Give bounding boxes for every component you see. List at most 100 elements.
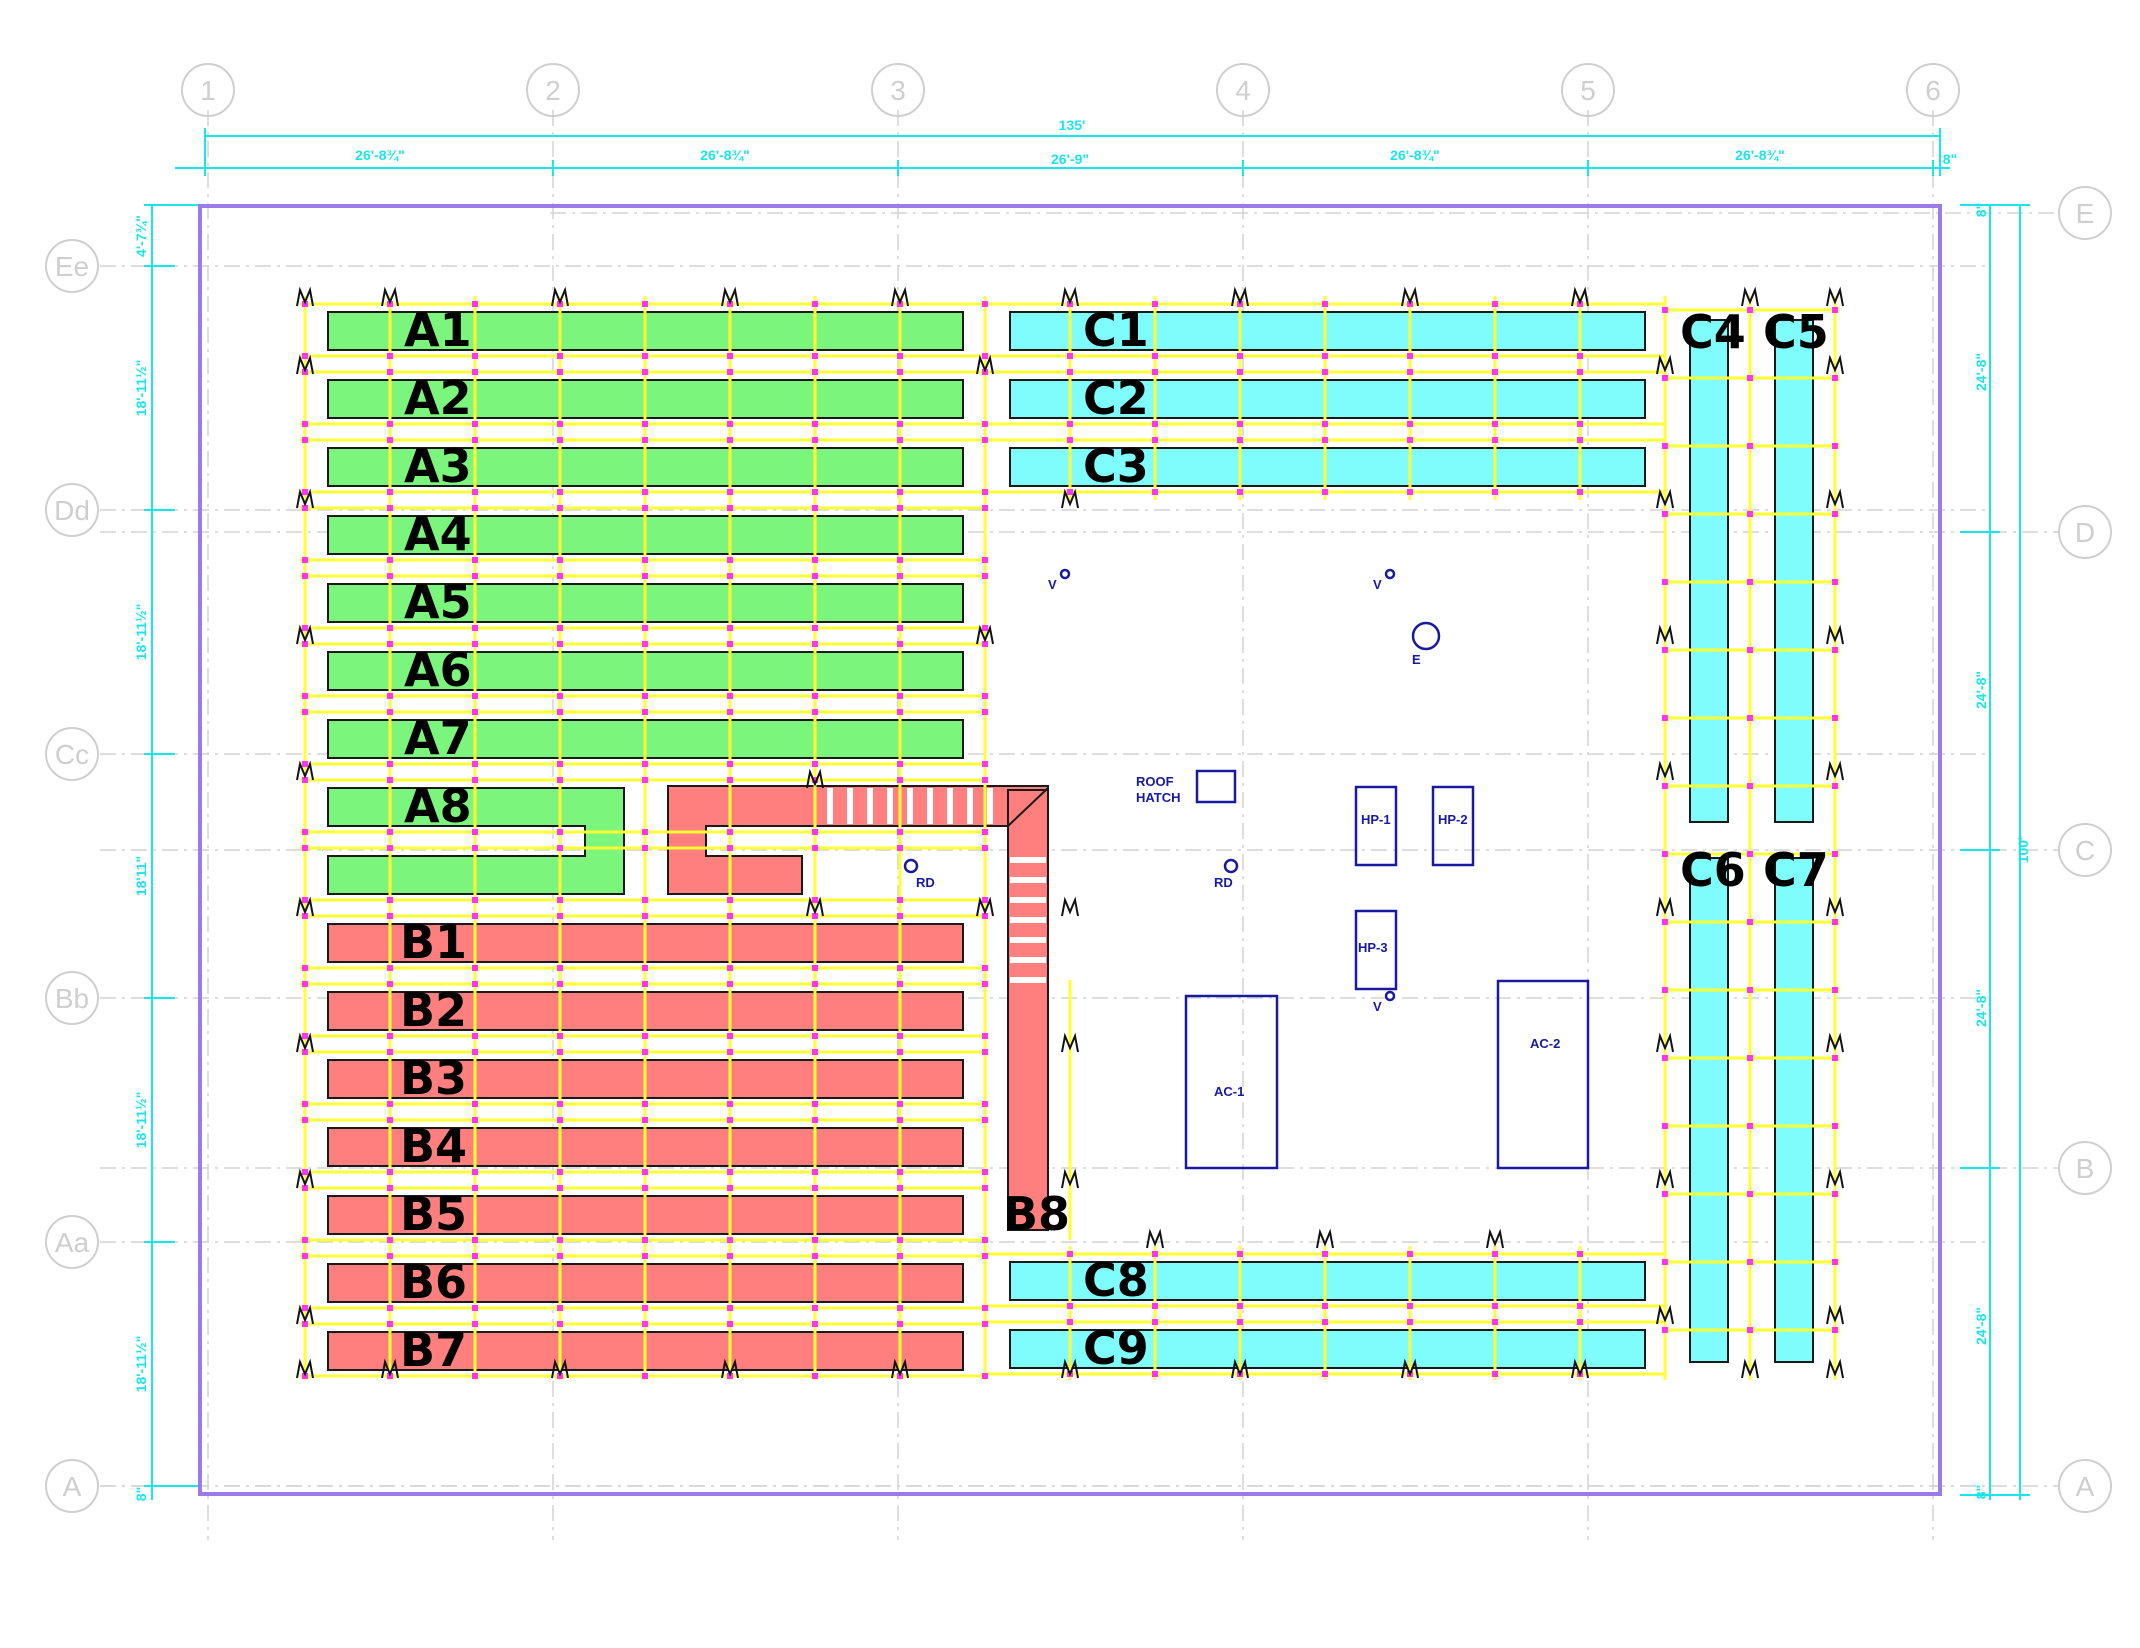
vent-1-circle [1059, 568, 1071, 580]
zone-c-panels [1009, 311, 1814, 1369]
racking-clip [1067, 1251, 1073, 1257]
racking-clip [557, 505, 563, 511]
racking-clip [387, 981, 393, 987]
racking-clip [302, 761, 308, 767]
racking-clip [982, 1373, 988, 1379]
racking-clip [387, 437, 393, 443]
racking-clip [642, 625, 648, 631]
racking-clip [812, 1253, 818, 1259]
racking-clip [302, 437, 308, 443]
racking-clip [387, 421, 393, 427]
racking-clip [1407, 1251, 1413, 1257]
panel-row-c4 [1689, 319, 1729, 823]
racking-clip [557, 625, 563, 631]
racking-clip [1152, 1371, 1158, 1377]
ballast-marker [1656, 1032, 1674, 1053]
racking-clip [897, 369, 903, 375]
racking-clip [302, 1321, 308, 1327]
racking-clip [387, 1305, 393, 1311]
racking-clip [642, 1117, 648, 1123]
racking-clip [897, 829, 903, 835]
racking-clip [472, 1185, 478, 1191]
racking-clip [557, 1049, 563, 1055]
racking-clip [982, 1321, 988, 1327]
grid-label-col-5: 5 [1580, 75, 1596, 106]
zone-label-b1: B1 [400, 915, 467, 969]
racking-clip [982, 505, 988, 511]
hatched-walkway [827, 788, 1046, 983]
overall-height-dimension: 100' [2015, 837, 2031, 864]
racking-clip [1747, 715, 1753, 721]
right-top-end-dimension: 8" [1973, 203, 1989, 217]
zone-label-b6: B6 [400, 1255, 467, 1309]
racking-clip [982, 1101, 988, 1107]
exhaust-fan-label: E [1412, 652, 1421, 667]
racking-clip [727, 965, 733, 971]
ballast-marker [1826, 286, 1844, 307]
racking-clip [982, 573, 988, 579]
racking-clip [642, 709, 648, 715]
panel-row-c2 [1009, 379, 1646, 419]
row-grid-bubbles-left [45, 239, 99, 1513]
racking-clip [982, 965, 988, 971]
roof-hatch [1195, 769, 1237, 804]
racking-clip [302, 845, 308, 851]
racking-clip [1832, 715, 1838, 721]
ballast-marker [1826, 1032, 1844, 1053]
heat-pump-1 [1354, 785, 1398, 867]
racking-clip [557, 1033, 563, 1039]
vent-3-circle [1384, 990, 1396, 1002]
racking-clip [387, 829, 393, 835]
zone-label-b8: B8 [1003, 1187, 1070, 1241]
racking-clip [642, 1237, 648, 1243]
exhaust-fan [1411, 621, 1441, 651]
racking-clip [387, 641, 393, 647]
racking-clip [812, 1185, 818, 1191]
ballast-marker [1656, 1168, 1674, 1189]
racking-clip [727, 1101, 733, 1107]
racking-clip [557, 693, 563, 699]
grid-label-col-2: 2 [545, 75, 561, 106]
racking-clip [1832, 1055, 1838, 1061]
racking-clip [1662, 375, 1668, 381]
racking-clip [642, 1373, 648, 1379]
racking-clip [1747, 851, 1753, 857]
racking-clip [302, 1305, 308, 1311]
racking-clip [472, 829, 478, 835]
racking-clip [642, 301, 648, 307]
zone-label-c3: C3 [1083, 439, 1149, 493]
racking-clip [1152, 421, 1158, 427]
racking-clip [1747, 579, 1753, 585]
racking-clip [897, 1101, 903, 1107]
racking-clip [557, 437, 563, 443]
racking-clip [812, 777, 818, 783]
racking-clip [387, 913, 393, 919]
ballast-marker [1231, 286, 1249, 307]
racking-clip [897, 625, 903, 631]
racking-clip [1747, 1259, 1753, 1265]
ballast-marker [1061, 488, 1079, 509]
zone-label-a4: A4 [404, 507, 472, 561]
racking-clip [1577, 1251, 1583, 1257]
racking-clip [1662, 783, 1668, 789]
left-bay-dimension-3: 18'11" [133, 856, 149, 896]
ballast-marker [551, 286, 569, 307]
ballast-marker [1146, 1228, 1164, 1249]
racking-clip [812, 709, 818, 715]
racking-clip [1152, 353, 1158, 359]
ballast-marker [1826, 1168, 1844, 1189]
racking-clip [1662, 1123, 1668, 1129]
racking-clip [982, 1049, 988, 1055]
zone-labels: A1 A2 A3 A4 A5 A6 A7 A8 B1 B2 B3 B4 B5 B… [400, 303, 1829, 1377]
racking-clip [557, 845, 563, 851]
racking-clip [982, 437, 988, 443]
racking-clip [727, 573, 733, 579]
racking-clip [812, 981, 818, 987]
racking-clip [812, 353, 818, 359]
racking-clip [302, 913, 308, 919]
racking-clip [302, 557, 308, 563]
racking-clip [1832, 1123, 1838, 1129]
grid-label-row-d: D [2075, 517, 2095, 548]
racking-clip [642, 1101, 648, 1107]
racking-clip [1407, 1319, 1413, 1325]
